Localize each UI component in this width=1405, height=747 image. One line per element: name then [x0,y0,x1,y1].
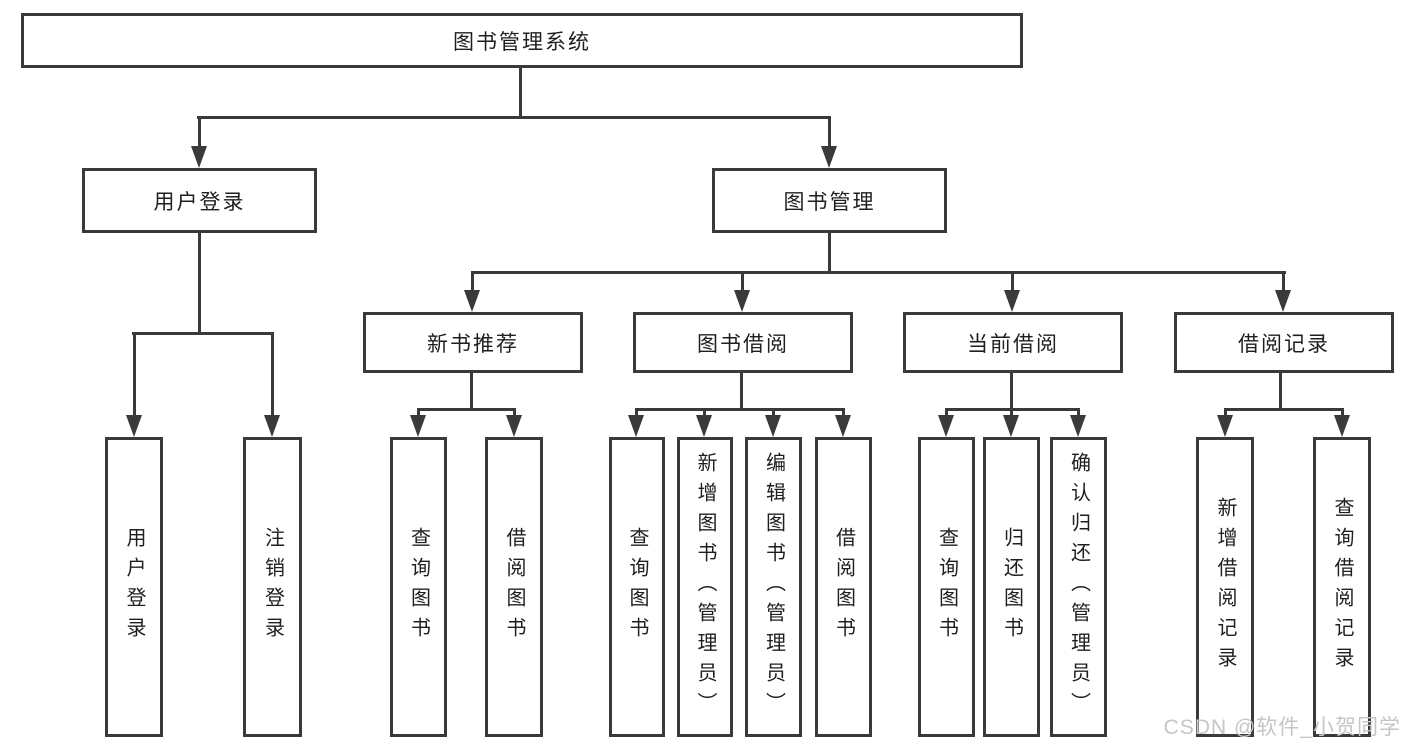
connector-book-management-stem [828,231,831,274]
leaf-br-add-record: 新增借阅记录 [1196,437,1254,737]
leaf-nb-borrow-books: 借阅图书 [485,437,543,737]
arrow-to-user-login-icon [191,116,207,168]
arrow-to-new-book-recommend-icon [464,271,480,312]
node-user-login: 用户登录 [82,168,317,233]
connector-user-login-bus [132,332,274,335]
connector-new-book-bus [417,408,516,411]
arrow-bb-edit-icon [765,408,781,437]
leaf-logout-login: 注销登录 [243,437,302,737]
node-borrowing-records: 借阅记录 [1174,312,1394,373]
arrow-cb-confirm-icon [1070,408,1086,437]
leaf-bb-add-books-admin: 新增图书（管理员） [677,437,733,737]
connector-current-borrowing-stem [1010,371,1013,411]
arrow-nb-query-icon [410,408,426,437]
arrow-bb-borrow-icon [835,408,851,437]
arrow-cb-return-icon [1003,408,1019,437]
connector-book-management-bus [471,271,1286,274]
arrow-to-leaf-user-login-icon [126,332,142,437]
arrow-br-query-icon [1334,408,1350,437]
connector-new-book-stem [470,371,473,411]
leaf-cb-return-books: 归还图书 [983,437,1040,737]
leaf-bb-query-books: 查询图书 [609,437,665,737]
connector-book-borrowing-bus [635,408,845,411]
arrow-cb-query-icon [938,408,954,437]
arrow-to-current-borrowing-icon [1004,271,1020,312]
connector-user-login-stem [198,231,201,335]
node-new-book-recommend: 新书推荐 [363,312,583,373]
leaf-br-query-record: 查询借阅记录 [1313,437,1371,737]
node-book-management: 图书管理 [712,168,947,233]
arrow-br-add-icon [1217,408,1233,437]
leaf-nb-query-books: 查询图书 [390,437,447,737]
arrow-to-book-management-icon [821,116,837,168]
leaf-cb-confirm-return-admin: 确认归还（管理员） [1050,437,1107,737]
arrow-to-book-borrowing-icon [734,271,750,312]
arrow-bb-add-icon [696,408,712,437]
leaf-cb-query-books: 查询图书 [918,437,975,737]
leaf-user-login: 用户登录 [105,437,163,737]
arrow-to-borrowing-records-icon [1275,271,1291,312]
connector-borrowing-records-bus [1224,408,1344,411]
leaf-bb-edit-books-admin: 编辑图书（管理员） [745,437,802,737]
arrow-nb-borrow-icon [506,408,522,437]
arrow-to-leaf-logout-icon [264,332,280,437]
arrow-bb-query-icon [628,408,644,437]
node-library-management-system: 图书管理系统 [21,13,1023,68]
connector-borrowing-records-stem [1279,371,1282,411]
connector-root-stem [519,66,522,119]
connector-book-borrowing-stem [740,371,743,411]
node-current-borrowing: 当前借阅 [903,312,1123,373]
leaf-bb-borrow-books: 借阅图书 [815,437,872,737]
connector-root-bus [197,116,831,119]
csdn-watermark: CSDN @软件_小贺同学 [1163,716,1401,739]
node-book-borrowing: 图书借阅 [633,312,853,373]
